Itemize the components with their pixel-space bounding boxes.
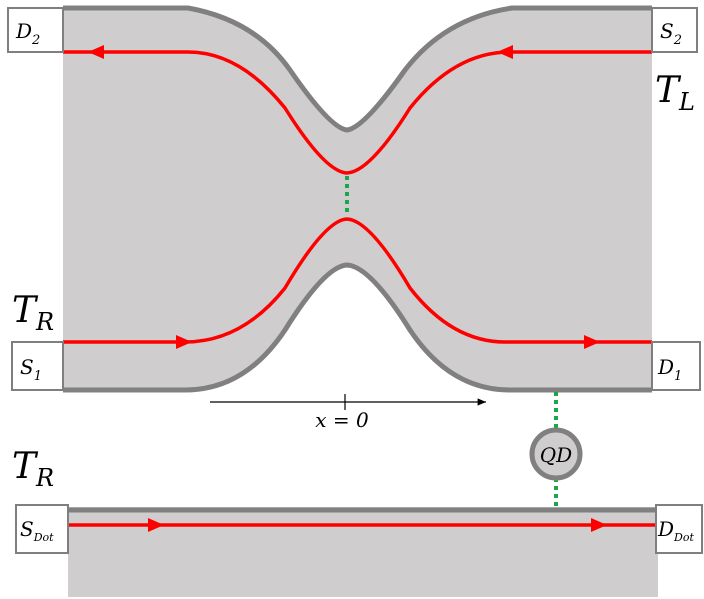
dot-channel-region — [68, 507, 658, 597]
qpc-bottom-edge — [63, 262, 652, 393]
contact-s2-box — [651, 7, 698, 53]
upper-edge-arrow-left-right-side — [497, 45, 513, 59]
contact-s2-label: S2 — [660, 19, 682, 48]
lower-edge-arrow-right-right-side — [584, 335, 600, 349]
quantum-dot — [529, 427, 583, 481]
temperature-tl-label: TL — [655, 70, 695, 116]
contact-ddot-label: DDot — [657, 517, 694, 544]
contact-s1-label: S1 — [20, 355, 42, 384]
upper-edge-state — [63, 50, 652, 175]
contact-d2-label: D2 — [15, 19, 40, 48]
temperature-tr-bottom-label: TR — [12, 446, 54, 492]
qpc-region — [63, 8, 652, 390]
contact-s1-box — [11, 341, 64, 391]
lower-edge-arrow-right — [176, 335, 192, 349]
dot-channel-arrow-left-side — [148, 518, 164, 532]
contact-d1-box — [651, 341, 701, 391]
temperature-tr-top-label: TR — [12, 290, 54, 336]
contact-sdot-label: SDot — [20, 517, 54, 544]
x-axis-origin-label: x = 0 — [315, 408, 369, 432]
quantum-dot-label: QD — [540, 443, 572, 467]
contact-d1-label: D1 — [657, 355, 682, 384]
qpc-top-edge — [63, 5, 652, 133]
contact-sdot-box — [15, 504, 69, 554]
contact-ddot-box — [655, 504, 703, 554]
dot-channel-arrow-right-side — [591, 518, 607, 532]
lower-edge-state — [63, 217, 652, 344]
contact-d2-box — [7, 7, 64, 53]
upper-edge-arrow-left — [88, 45, 104, 59]
